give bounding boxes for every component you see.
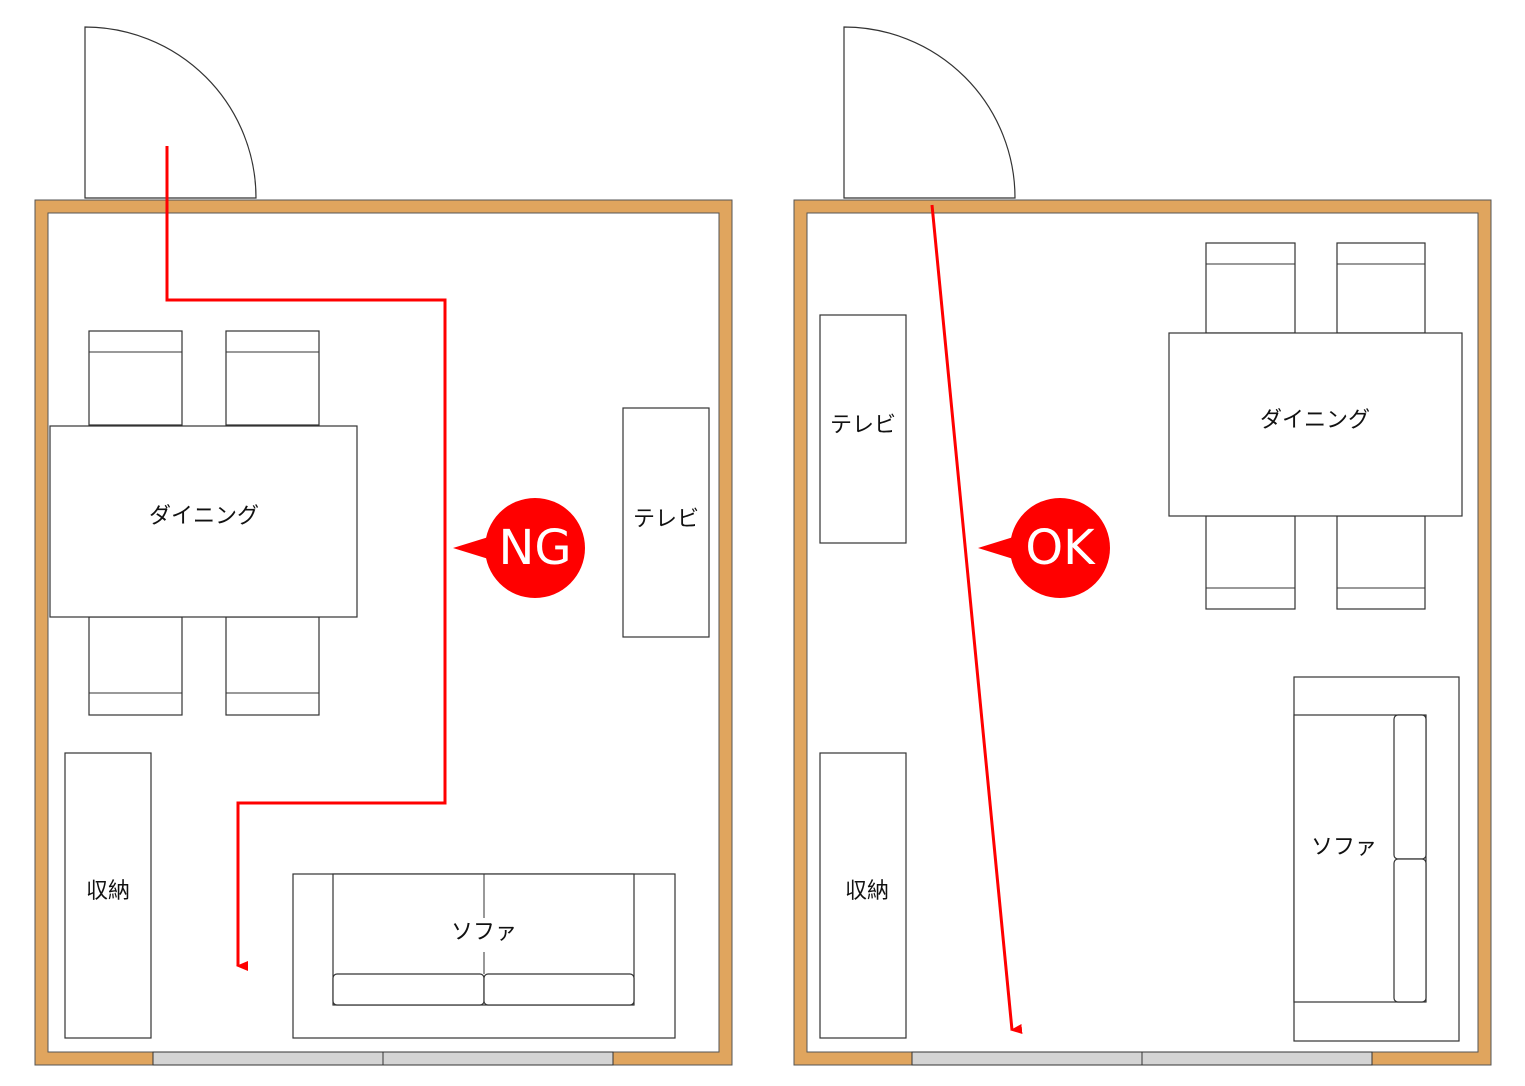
room-ok-layout: テレビ 収納 ダイニング ソファ OK: [793, 26, 1492, 1066]
dining-table: ダイニング: [1168, 332, 1463, 517]
dining-label: ダイニング: [149, 504, 259, 529]
sofa-label: ソファ: [451, 920, 517, 945]
ok-badge: OK: [978, 498, 1110, 598]
ng-badge: NG: [453, 498, 585, 598]
storage-label: 収納: [86, 879, 130, 904]
door-icon: [843, 26, 1016, 199]
dining-chairs: [88, 330, 320, 716]
dining-chairs: [1205, 242, 1426, 610]
tv-label: テレビ: [633, 507, 699, 532]
sofa-label: ソファ: [1311, 835, 1377, 860]
dining-label: ダイニング: [1260, 408, 1370, 433]
window: [152, 1051, 614, 1066]
sofa: ソファ: [292, 873, 676, 1039]
tv-label: テレビ: [830, 413, 896, 438]
window: [911, 1051, 1373, 1066]
sofa: ソファ: [1293, 676, 1460, 1042]
ng-badge-label: NG: [498, 520, 571, 576]
dining-table: ダイニング: [49, 425, 358, 618]
door-icon: [84, 26, 257, 199]
ok-badge-label: OK: [1025, 520, 1096, 576]
storage: 収納: [819, 752, 907, 1039]
storage: 収納: [64, 752, 152, 1039]
room-ng-layout: ダイニング 収納 テレビ ソファ NG: [34, 26, 733, 1066]
route-ng: [165, 146, 447, 971]
storage-label: 収納: [845, 879, 889, 904]
tv: テレビ: [819, 314, 907, 544]
route-ok: [930, 204, 1023, 1035]
tv: テレビ: [622, 407, 710, 638]
